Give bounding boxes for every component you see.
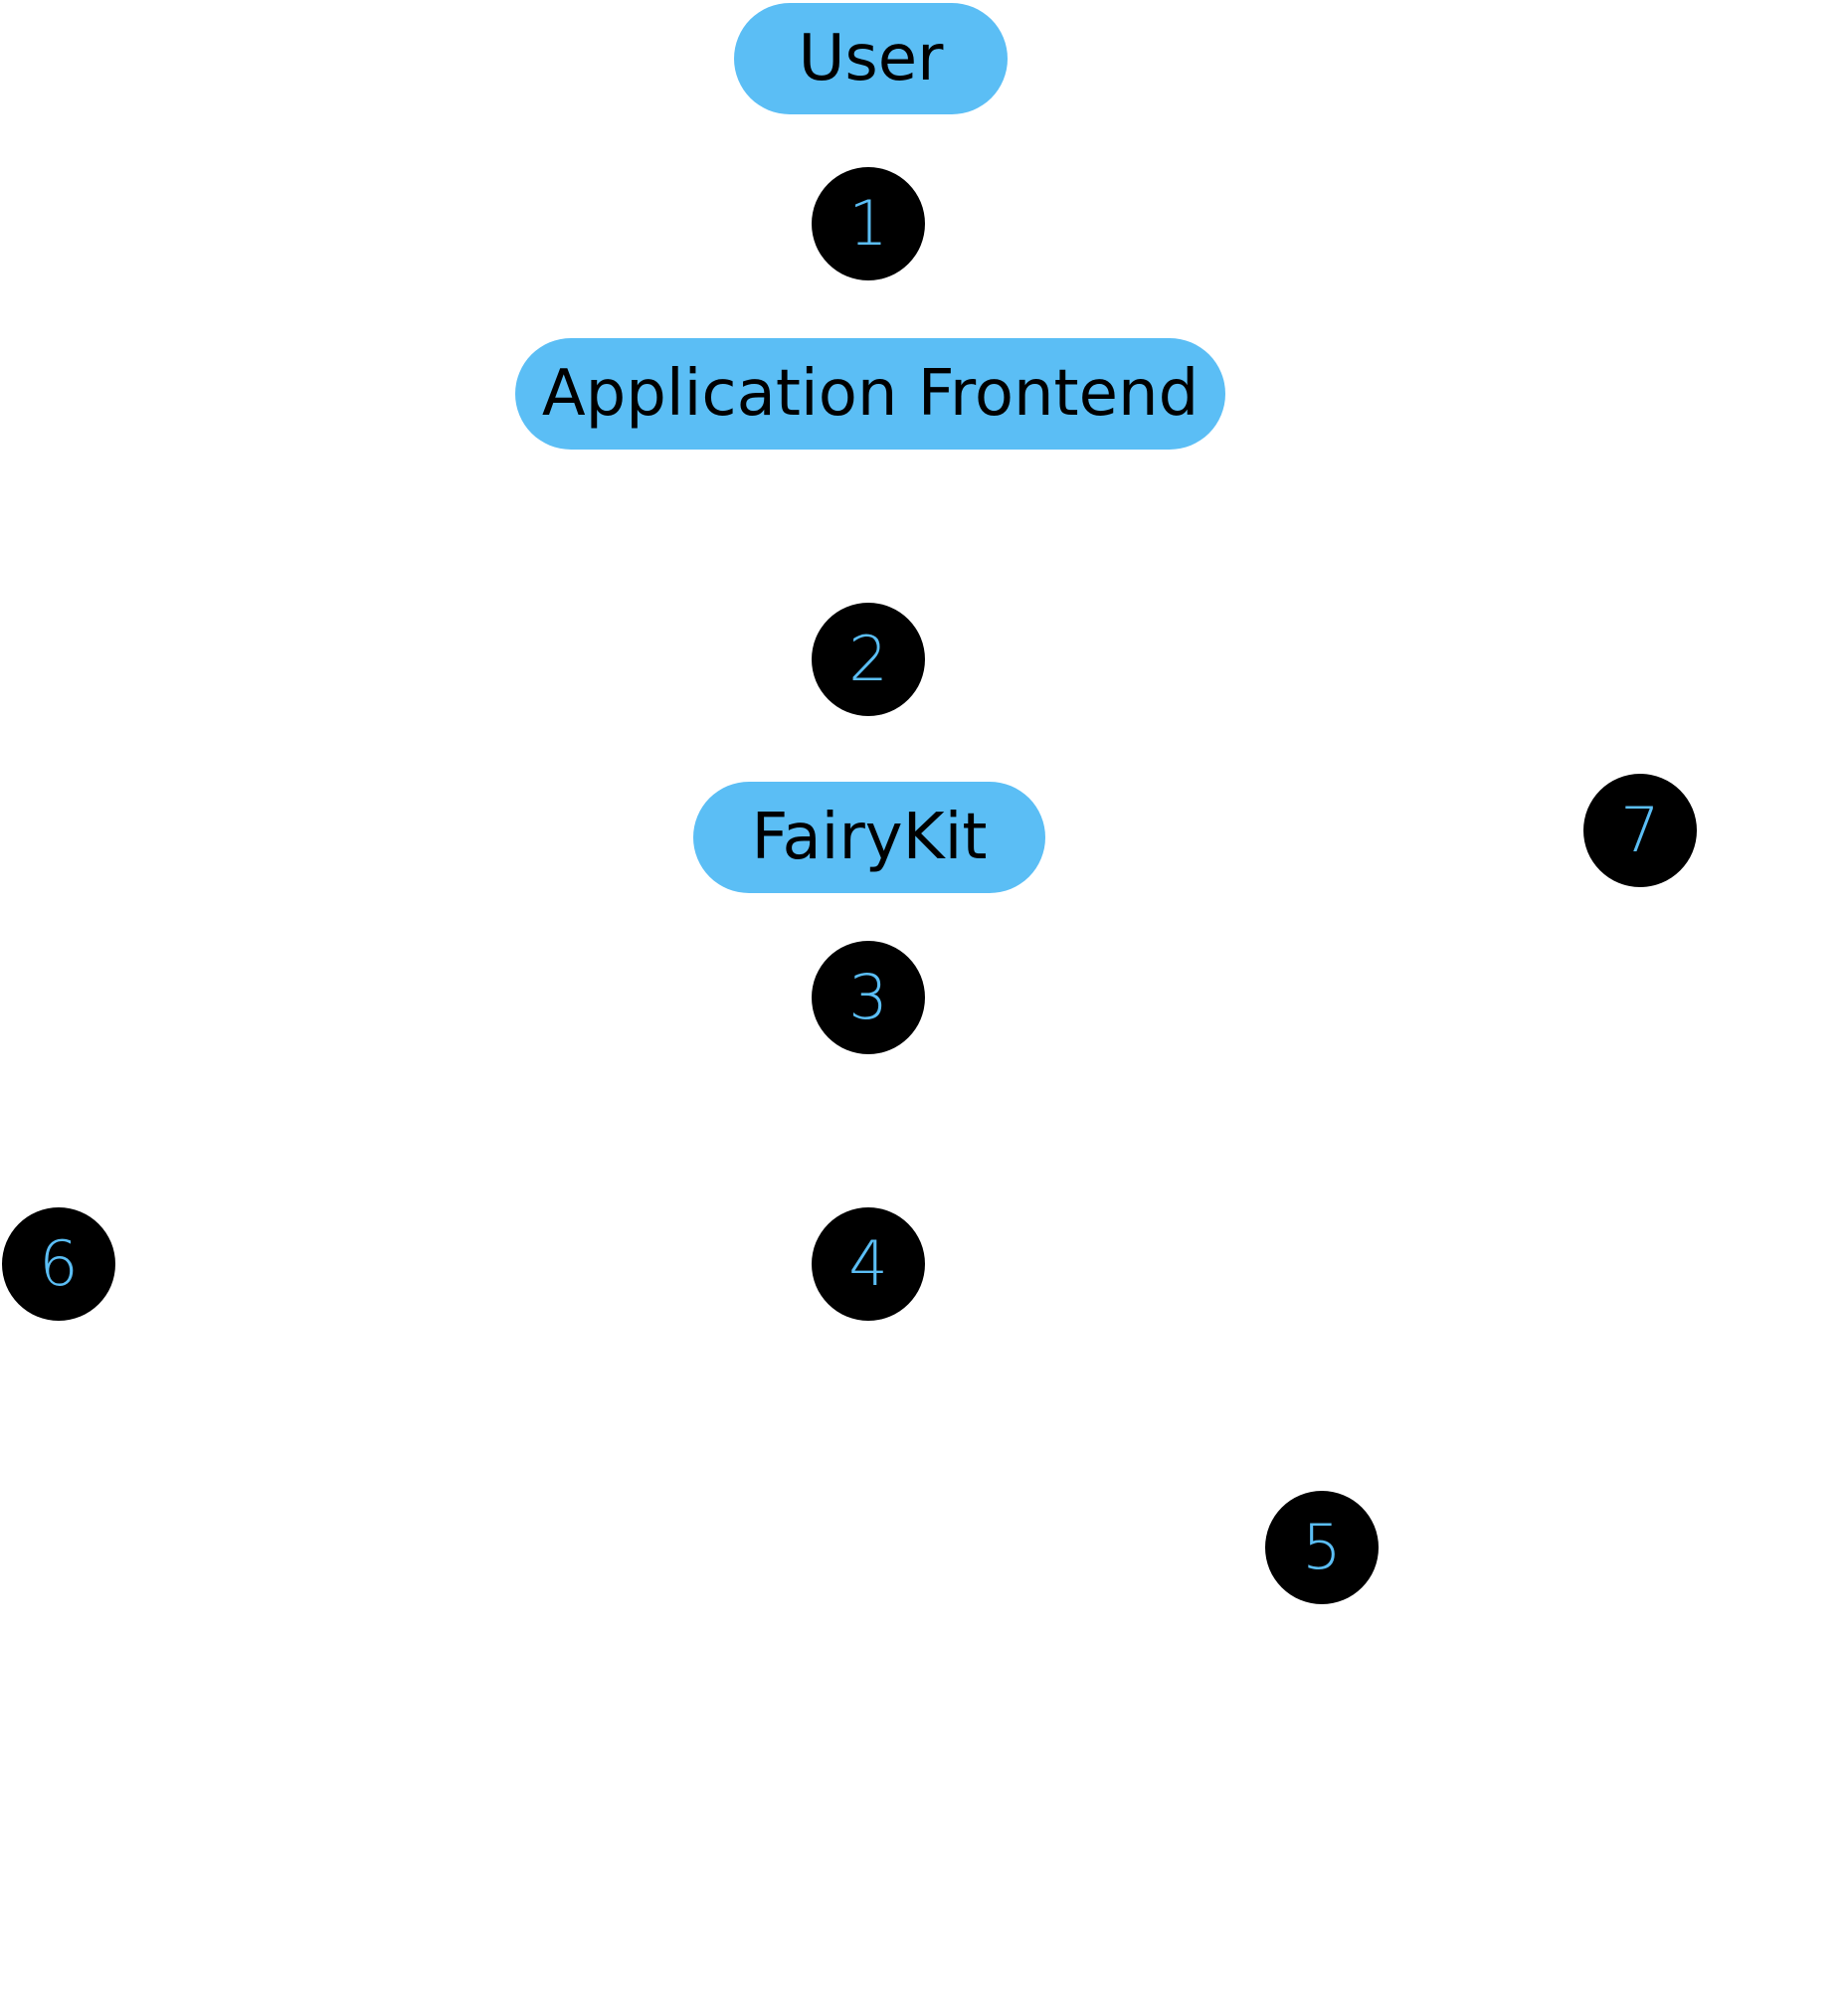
step-6-badge: 6 bbox=[2, 1207, 115, 1321]
step-3-badge: 3 bbox=[812, 941, 925, 1054]
user-node: User bbox=[734, 3, 1008, 114]
step-5-badge: 5 bbox=[1265, 1491, 1379, 1604]
step-4-badge: 4 bbox=[812, 1207, 925, 1321]
application-frontend-node: Application Frontend bbox=[515, 338, 1225, 450]
fairykit-node: FairyKit bbox=[693, 782, 1045, 893]
step-2-badge: 2 bbox=[812, 603, 925, 716]
step-7-badge: 7 bbox=[1583, 774, 1697, 887]
step-1-badge: 1 bbox=[812, 167, 925, 280]
